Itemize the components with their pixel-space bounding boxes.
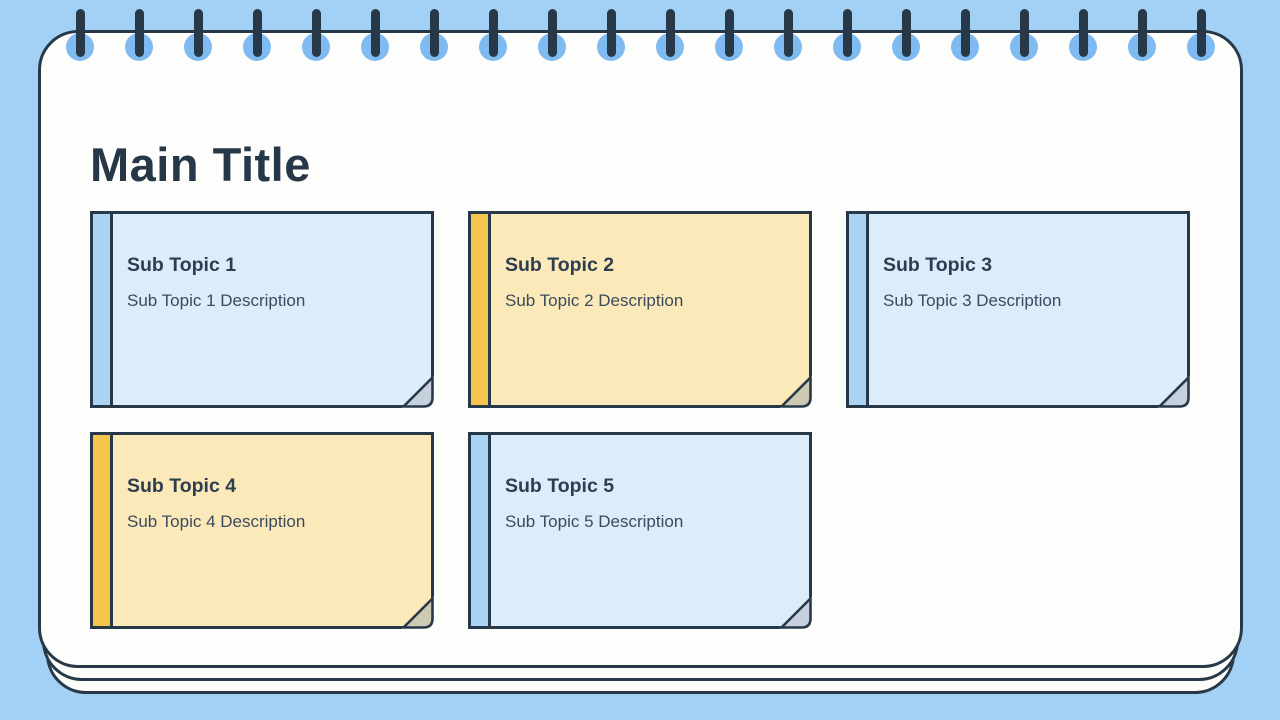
pin-bar-icon	[134, 9, 144, 57]
spiral-binding	[38, 0, 1243, 70]
spiral-pin-icon	[66, 0, 94, 70]
pin-bar-icon	[1196, 9, 1206, 57]
pin-bar-icon	[75, 9, 85, 57]
card-text: Sub Topic 2 Sub Topic 2 Description	[471, 214, 809, 311]
card-accent-stripe	[849, 214, 869, 405]
pin-bar-icon	[1019, 9, 1029, 57]
spiral-pin-icon	[125, 0, 153, 70]
spiral-pin-icon	[656, 0, 684, 70]
folded-corner-icon	[402, 597, 434, 629]
spiral-pin-icon	[1128, 0, 1156, 70]
folded-corner-icon	[780, 597, 812, 629]
card-title: Sub Topic 2	[505, 254, 615, 276]
card-description: Sub Topic 2 Description	[505, 291, 684, 310]
pin-bar-icon	[488, 9, 498, 57]
pin-bar-icon	[1137, 9, 1147, 57]
card-accent-stripe	[93, 435, 113, 626]
card-description: Sub Topic 4 Description	[127, 512, 306, 531]
pin-bar-icon	[311, 9, 321, 57]
pin-bar-icon	[665, 9, 675, 57]
spiral-pin-icon	[420, 0, 448, 70]
pin-bar-icon	[429, 9, 439, 57]
spiral-pin-icon	[302, 0, 330, 70]
topic-card-1: Sub Topic 1 Sub Topic 1 Description	[90, 211, 434, 408]
card-title: Sub Topic 1	[127, 254, 237, 276]
pin-bar-icon	[252, 9, 262, 57]
card-text: Sub Topic 5 Sub Topic 5 Description	[471, 435, 809, 532]
spiral-pin-icon	[479, 0, 507, 70]
pin-bar-icon	[547, 9, 557, 57]
topic-card-4: Sub Topic 4 Sub Topic 4 Description	[90, 432, 434, 629]
spiral-pin-icon	[1010, 0, 1038, 70]
pin-bar-icon	[842, 9, 852, 57]
spiral-pin-icon	[184, 0, 212, 70]
spiral-pin-icon	[1069, 0, 1097, 70]
spiral-pin-icon	[1187, 0, 1215, 70]
card-text: Sub Topic 1 Sub Topic 1 Description	[93, 214, 431, 311]
spiral-pin-icon	[597, 0, 625, 70]
topic-cards-grid: Sub Topic 1 Sub Topic 1 Description Sub …	[90, 211, 1190, 629]
folded-corner-icon	[402, 376, 434, 408]
spiral-pin-icon	[833, 0, 861, 70]
card-title: Sub Topic 5	[505, 475, 615, 497]
card-accent-stripe	[93, 214, 113, 405]
topic-card-5: Sub Topic 5 Sub Topic 5 Description	[468, 432, 812, 629]
spiral-pin-icon	[951, 0, 979, 70]
card-description: Sub Topic 3 Description	[883, 291, 1062, 310]
spiral-pin-icon	[243, 0, 271, 70]
topic-card-3: Sub Topic 3 Sub Topic 3 Description	[846, 211, 1190, 408]
card-title: Sub Topic 4	[127, 475, 237, 497]
pin-bar-icon	[370, 9, 380, 57]
card-accent-stripe	[471, 435, 491, 626]
spiral-pin-icon	[361, 0, 389, 70]
spiral-pin-icon	[774, 0, 802, 70]
card-description: Sub Topic 1 Description	[127, 291, 306, 310]
page-title: Main Title	[90, 138, 311, 192]
pin-bar-icon	[1078, 9, 1088, 57]
spiral-pin-icon	[538, 0, 566, 70]
card-description: Sub Topic 5 Description	[505, 512, 684, 531]
pin-bar-icon	[901, 9, 911, 57]
card-text: Sub Topic 3 Sub Topic 3 Description	[849, 214, 1187, 311]
topic-card-2: Sub Topic 2 Sub Topic 2 Description	[468, 211, 812, 408]
card-text: Sub Topic 4 Sub Topic 4 Description	[93, 435, 431, 532]
spiral-pin-icon	[715, 0, 743, 70]
pin-bar-icon	[783, 9, 793, 57]
folded-corner-icon	[1158, 376, 1190, 408]
card-accent-stripe	[471, 214, 491, 405]
card-title: Sub Topic 3	[883, 254, 993, 276]
pin-bar-icon	[724, 9, 734, 57]
pin-bar-icon	[193, 9, 203, 57]
pin-bar-icon	[606, 9, 616, 57]
spiral-pin-icon	[892, 0, 920, 70]
pin-bar-icon	[960, 9, 970, 57]
folded-corner-icon	[780, 376, 812, 408]
